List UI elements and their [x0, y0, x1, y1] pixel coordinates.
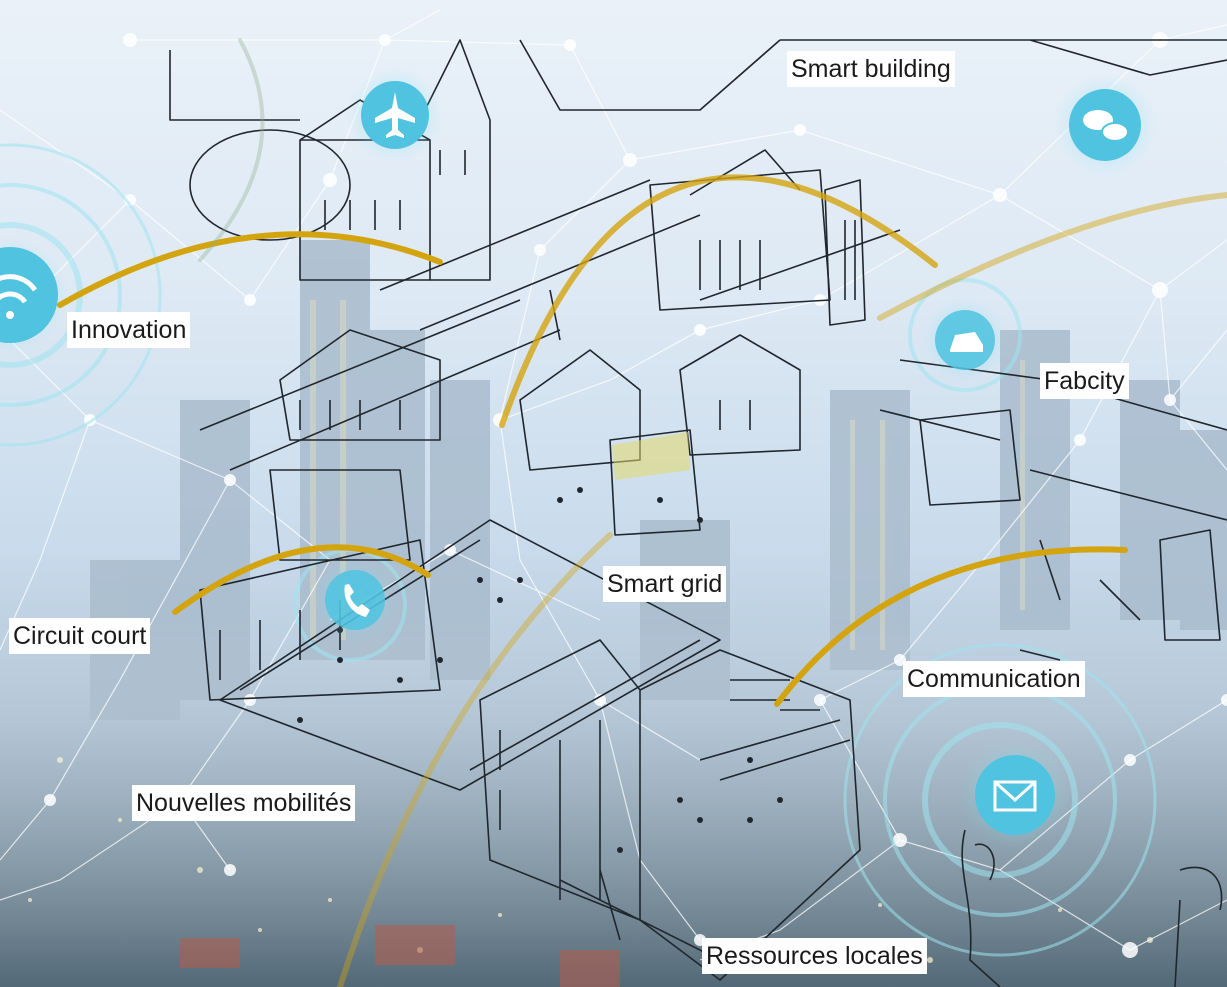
label-communication: Communication: [903, 661, 1085, 697]
label-ressources-locales: Ressources locales: [702, 938, 927, 974]
wifi-icon: [0, 247, 58, 343]
label-innovation: Innovation: [67, 312, 191, 348]
sketch-district: [169, 39, 1227, 987]
envelope-icon: [975, 755, 1055, 835]
red-rooftops: [180, 925, 620, 987]
gold-arcs: [57, 38, 1227, 987]
label-smart-grid: Smart grid: [603, 566, 727, 602]
chat-bubbles-icon: [1069, 89, 1141, 161]
sketch-people: [297, 487, 783, 853]
label-circuit-court: Circuit court: [9, 618, 151, 654]
label-smart-building: Smart building: [787, 51, 955, 87]
phone-icon: [325, 570, 385, 630]
car-icon: [935, 310, 995, 370]
label-fabcity: Fabcity: [1040, 363, 1129, 399]
airplane-icon: [361, 81, 429, 149]
label-nouvelles-mobilites: Nouvelles mobilités: [132, 785, 356, 821]
smart-grid-pod: [612, 432, 690, 480]
